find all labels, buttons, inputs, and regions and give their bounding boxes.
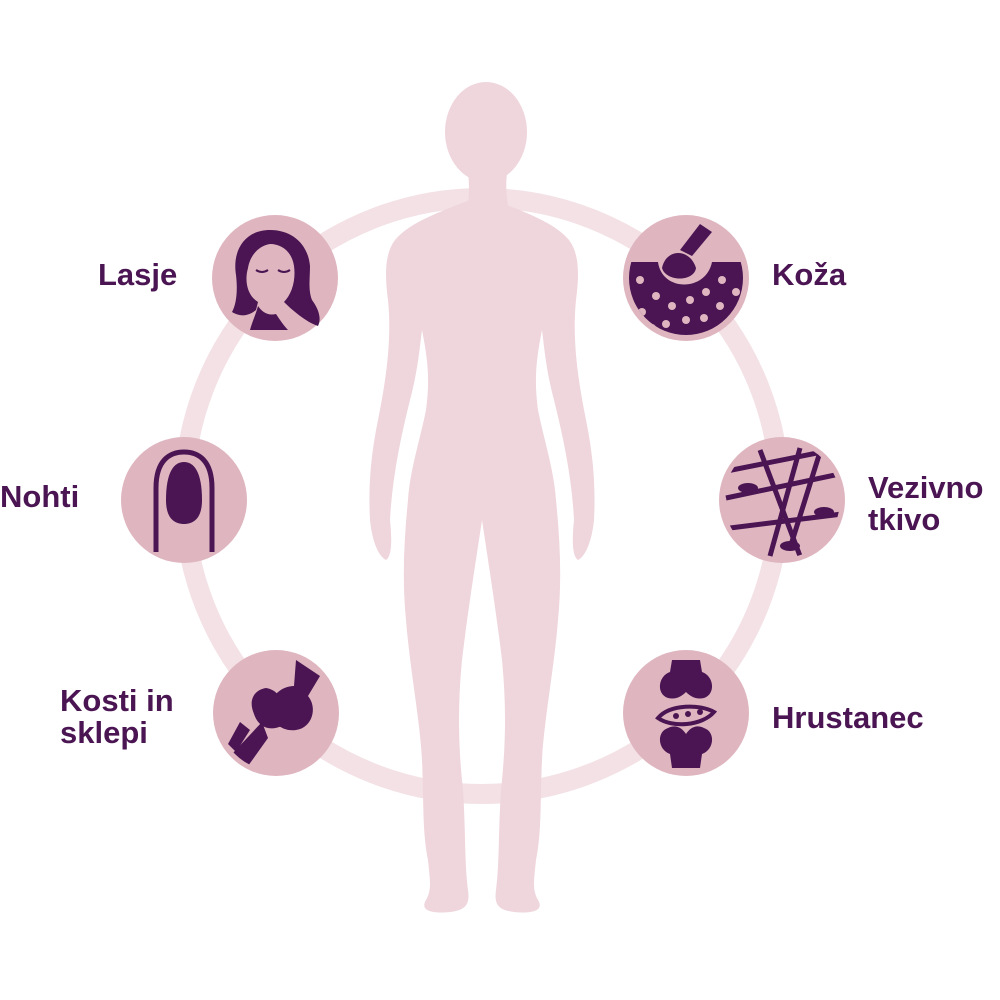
label-line: sklepi xyxy=(60,715,148,750)
label-line: Hrustanec xyxy=(772,700,924,735)
fingernail-icon xyxy=(153,449,215,552)
label-connective: Vezivno tkivo xyxy=(868,472,983,536)
label-nails: Nohti xyxy=(0,481,79,513)
label-bones: Kosti in sklepi xyxy=(60,685,174,749)
label-skin: Koža xyxy=(772,259,846,291)
bones-icon-group xyxy=(213,650,339,776)
hair-icon-group xyxy=(212,215,338,341)
connective-icon-group xyxy=(719,437,845,563)
bone-joint-icon xyxy=(228,660,320,766)
label-line: Lasje xyxy=(98,257,178,292)
label-hair: Lasje xyxy=(98,259,177,291)
label-line: Kosti in xyxy=(60,683,174,718)
skin-icon-group xyxy=(623,215,749,341)
label-line: Nohti xyxy=(0,479,80,514)
cartilage-icon xyxy=(655,660,718,768)
female-silhouette xyxy=(369,82,595,913)
label-line: Koža xyxy=(772,257,847,292)
label-line: tkivo xyxy=(868,502,941,537)
label-cartilage: Hrustanec xyxy=(772,702,924,734)
cartilage-icon-group xyxy=(623,650,749,776)
label-line: Vezivno xyxy=(868,470,984,505)
nails-icon-group xyxy=(121,437,247,563)
woman-hair-icon xyxy=(232,230,320,330)
